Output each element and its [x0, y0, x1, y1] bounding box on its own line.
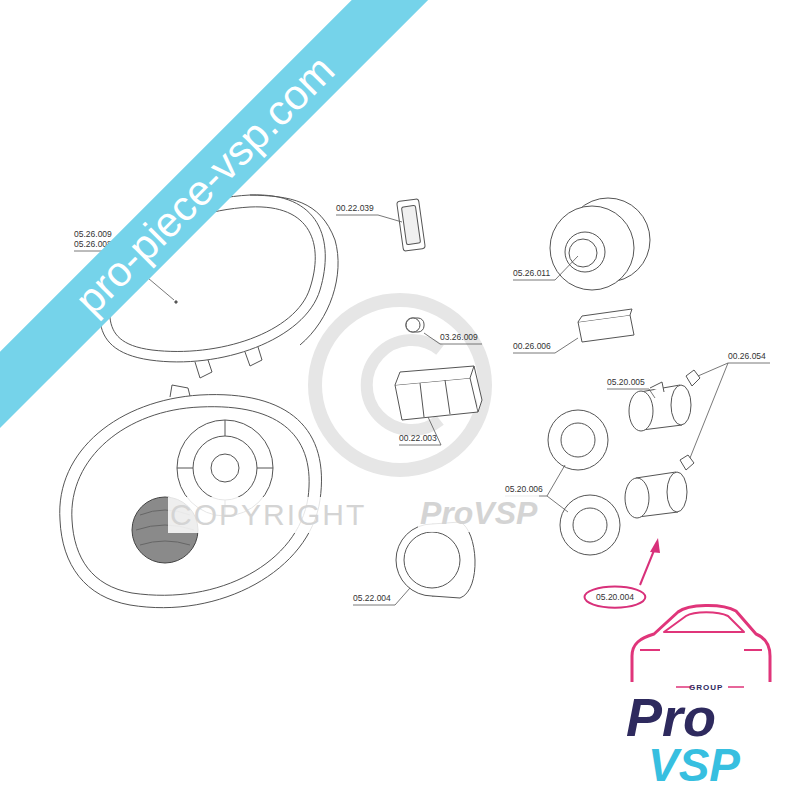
ellipse-outline — [585, 586, 646, 607]
car-logo — [632, 605, 770, 687]
part-number: 05.20.005 — [607, 377, 645, 387]
part-number: 05.20.006 — [505, 484, 543, 494]
part-number: 00.22.039 — [336, 203, 374, 213]
part-number: 00.22.003 — [399, 433, 437, 443]
part-number: 05.26.009 — [74, 229, 112, 239]
part-number: 00.26.006 — [513, 341, 551, 351]
watermark-url: pro-piece-vsp.com — [0, 0, 477, 457]
pointer-arrow — [640, 538, 660, 585]
watermark-text: ProVSP — [418, 494, 539, 532]
copyright-watermark-symbol — [315, 300, 485, 470]
part-number: 00.26.054 — [728, 351, 766, 361]
logo-word: Pro — [626, 690, 716, 744]
part-number: 03.26.009 — [440, 332, 478, 342]
part-number: 05.22.004 — [353, 593, 391, 603]
watermark-band: pro-piece-vsp.com — [0, 0, 479, 459]
callout-number: 05.20.004 — [596, 592, 634, 602]
logo-word: VSP — [648, 742, 740, 788]
watermark-text: COPYRIGHT — [168, 497, 368, 533]
leader-lines — [74, 215, 770, 605]
small-parts — [395, 198, 700, 598]
part-number: 05.26.011 — [513, 268, 550, 278]
highlight-ellipse: 05.20.004 — [583, 585, 647, 609]
